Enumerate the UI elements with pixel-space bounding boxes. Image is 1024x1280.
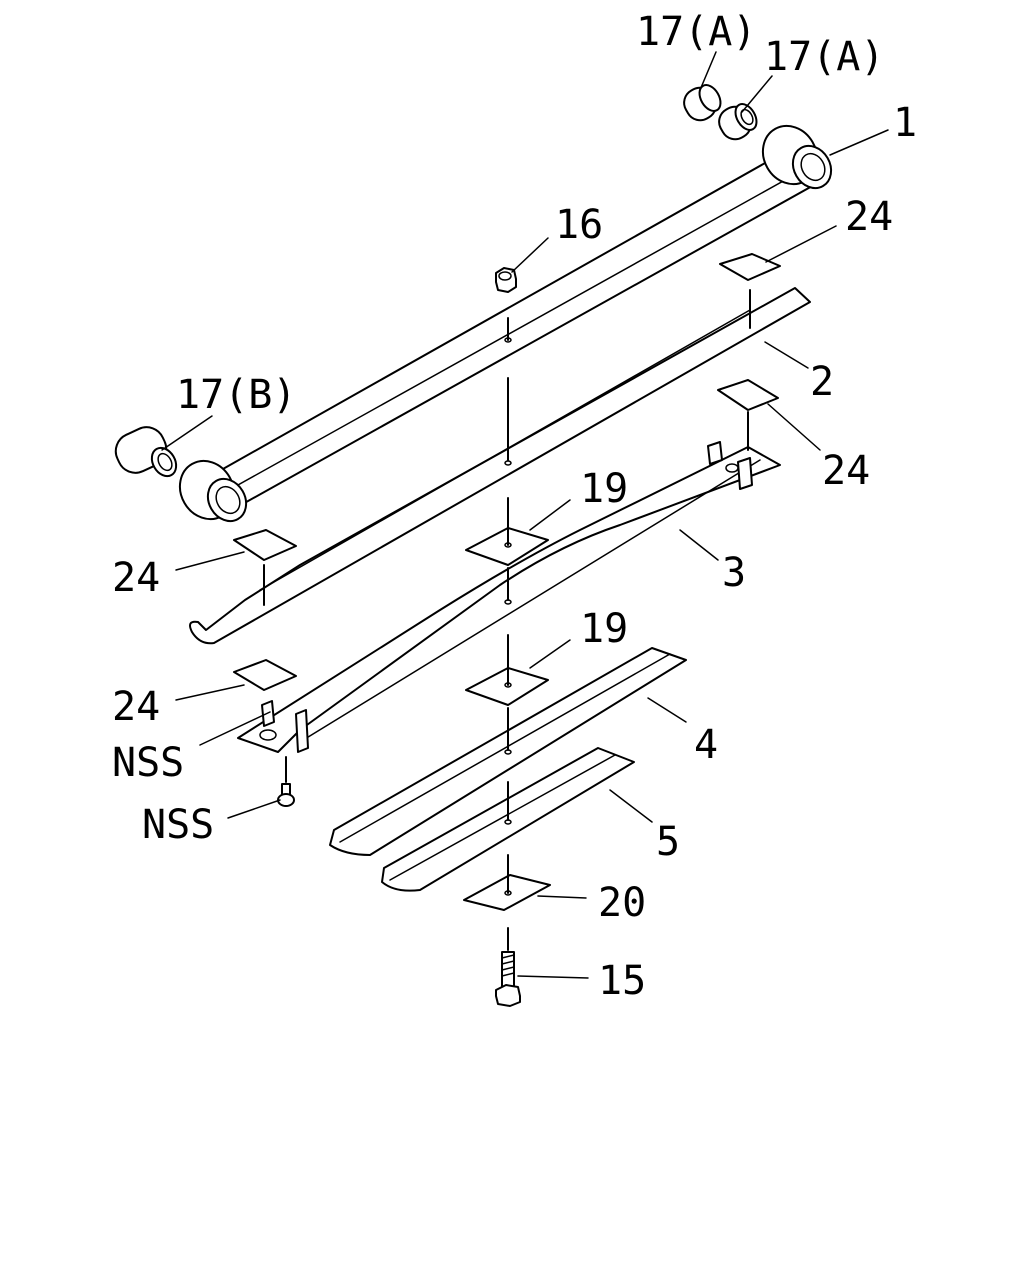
bushing-17b — [114, 426, 178, 478]
label-3: 3 — [722, 550, 746, 596]
label-17b: 17(B) — [176, 372, 296, 418]
leaf-part-3 — [237, 441, 781, 753]
label-24-low-left: 24 — [112, 684, 160, 730]
label-nss-upper: NSS — [112, 740, 184, 786]
nss-small-bolt — [277, 783, 295, 807]
label-nss-lower: NSS — [142, 802, 214, 848]
leaf-part-2 — [189, 287, 811, 645]
label-4: 4 — [694, 722, 718, 768]
label-17a-lower: 17(A) — [764, 34, 884, 80]
label-24-mid-right: 24 — [822, 448, 870, 494]
leaf-part-4 — [329, 647, 687, 856]
pad-24-mid-right — [717, 379, 779, 411]
nut-part-16 — [495, 267, 517, 293]
label-17a-upper: 17(A) — [636, 9, 756, 55]
bushing-17a-lower — [718, 103, 758, 141]
label-2: 2 — [810, 359, 834, 405]
label-24-mid-left: 24 — [112, 555, 160, 601]
label-24-top-right: 24 — [845, 194, 893, 240]
pad-24-low-left — [233, 659, 297, 691]
label-19-lower: 19 — [580, 606, 628, 652]
label-16: 16 — [555, 202, 603, 248]
pad-24-mid-left — [233, 529, 297, 561]
pad-24-top-right — [719, 253, 781, 281]
main-leaf-part-1 — [178, 124, 833, 523]
label-5: 5 — [656, 819, 680, 865]
alignment-lines — [263, 289, 751, 951]
leader-lines — [161, 51, 889, 979]
label-1: 1 — [893, 100, 917, 146]
label-15: 15 — [598, 958, 646, 1004]
bolt-part-15 — [495, 951, 521, 1007]
label-19-upper: 19 — [580, 466, 628, 512]
bushing-17a-upper — [683, 84, 722, 122]
label-20: 20 — [598, 880, 646, 926]
